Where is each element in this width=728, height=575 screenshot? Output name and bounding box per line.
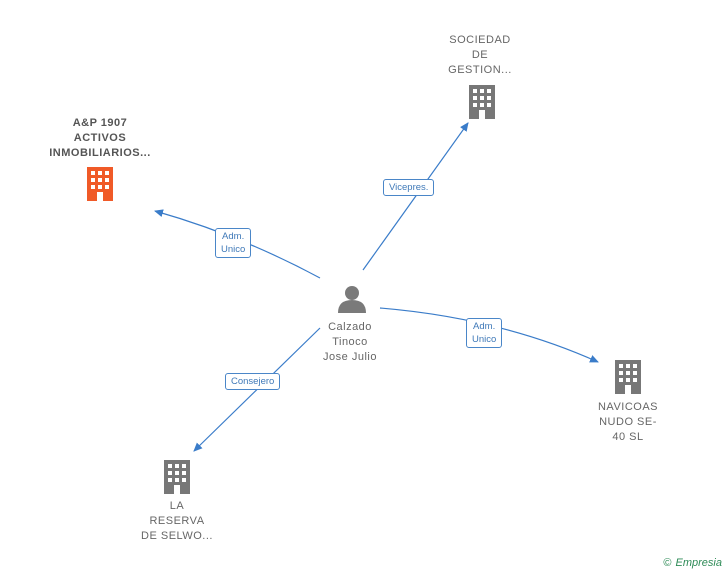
edge-label-adm-unico: Adm. Unico <box>466 318 503 348</box>
edge-label-adm-unico: Adm. Unico <box>215 228 252 258</box>
node-label-reserva[interactable]: LA RESERVA DE SELWO... <box>141 500 213 542</box>
edge-to-sociedad <box>362 122 469 271</box>
node-label-navicoas[interactable]: NAVICOAS NUDO SE- 40 SL <box>597 401 659 443</box>
empresia-credit[interactable]: ©Empresia <box>663 557 722 569</box>
edge-label-consejero: Consejero <box>225 373 281 390</box>
copyright-symbol: © <box>663 557 672 569</box>
node-label-ap1907[interactable]: A&P 1907 ACTIVOS INMOBILIARIOS... <box>49 117 151 159</box>
node-label-center[interactable]: Calzado Tinoco Jose Julio <box>323 321 377 363</box>
building-icon[interactable] <box>615 360 641 394</box>
person-icon[interactable] <box>338 286 366 313</box>
building-icon[interactable] <box>87 167 113 201</box>
node-label-sociedad[interactable]: SOCIEDAD DE GESTION... <box>448 34 512 76</box>
edge-label-vicepres: Vicepres. <box>383 179 435 196</box>
empresia-logo: Empresia <box>675 557 722 569</box>
building-icon[interactable] <box>469 85 495 119</box>
building-icon[interactable] <box>164 460 190 494</box>
